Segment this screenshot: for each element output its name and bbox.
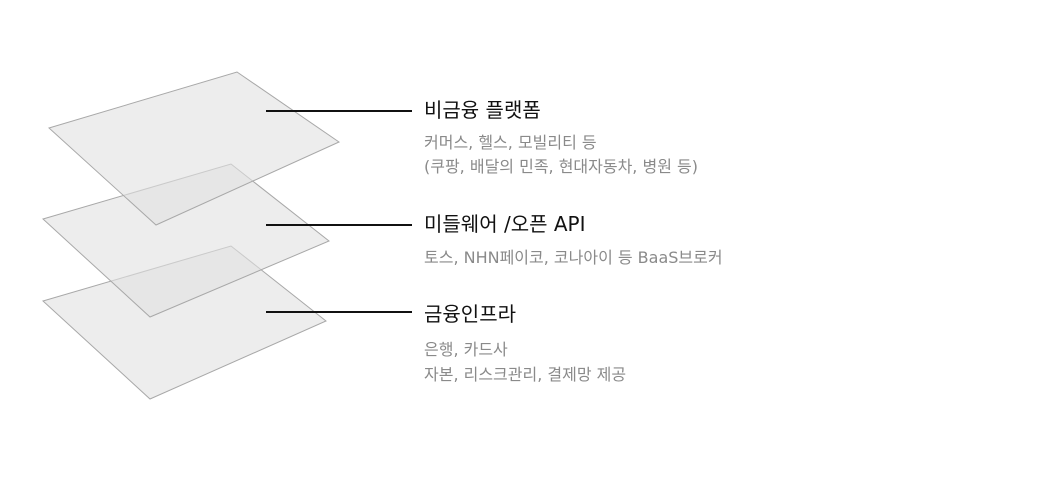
layer-desc: 자본, 리스크관리, 결제망 제공 bbox=[424, 365, 627, 384]
layer-title-middleware: 미들웨어 /오픈 API bbox=[424, 212, 586, 236]
layer-desc: 커머스, 헬스, 모빌리티 등 bbox=[424, 133, 597, 152]
layer-desc: (쿠팡, 배달의 민족, 현대자동차, 병원 등) bbox=[424, 157, 698, 176]
plane-non-financial bbox=[48, 71, 341, 226]
layer-title-financial-infra: 금융인프라 bbox=[424, 302, 516, 326]
layer-title-non-financial: 비금융 플랫폼 bbox=[424, 98, 541, 122]
layer-desc: 은행, 카드사 bbox=[424, 340, 508, 359]
layer-desc: 토스, NHN페이코, 코나아이 등 BaaS브로커 bbox=[424, 248, 723, 267]
